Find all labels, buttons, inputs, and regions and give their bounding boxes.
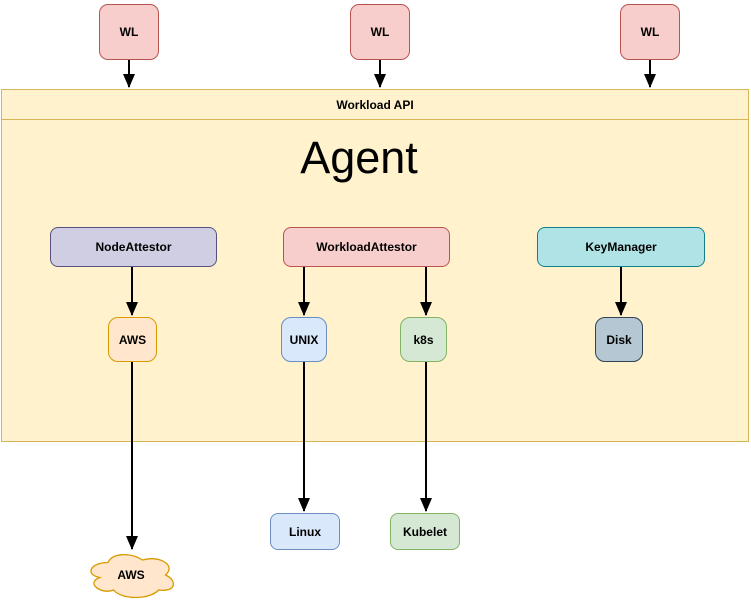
node-linux-label: Linux [289,524,321,539]
node-wl-3: WL [620,4,680,60]
node-linux: Linux [270,513,340,550]
node-keymanager-label: KeyManager [585,240,657,254]
agent-title: Agent [300,132,418,183]
node-workloadattestor-label: WorkloadAttestor [316,240,417,254]
node-disk-plugin-label: Disk [606,332,632,347]
node-wl-1: WL [99,4,159,60]
node-k8s-plugin: k8s [400,317,447,362]
node-wl-1-label: WL [119,25,139,39]
node-unix-plugin: UNIX [281,317,327,362]
node-wl-2: WL [350,4,410,60]
node-wl-3-label: WL [640,25,660,39]
node-aws-plugin-label: AWS [118,332,147,347]
node-kubelet: Kubelet [390,513,460,550]
workload-api-bar: Workload API [2,90,748,120]
node-nodeattestor: NodeAttestor [50,227,217,267]
node-nodeattestor-label: NodeAttestor [95,240,172,254]
node-k8s-plugin-label: k8s [413,332,434,347]
node-aws-cloud: AWS [85,550,177,600]
node-wl-2-label: WL [370,25,390,39]
node-unix-plugin-label: UNIX [289,332,319,347]
node-disk-plugin: Disk [595,317,643,362]
node-keymanager: KeyManager [537,227,705,267]
node-aws-cloud-label: AWS [117,568,145,582]
workload-api-label: Workload API [336,97,414,112]
node-aws-plugin: AWS [108,317,157,362]
cloud-icon [90,554,174,599]
node-kubelet-label: Kubelet [402,524,447,539]
node-workloadattestor: WorkloadAttestor [283,227,450,267]
